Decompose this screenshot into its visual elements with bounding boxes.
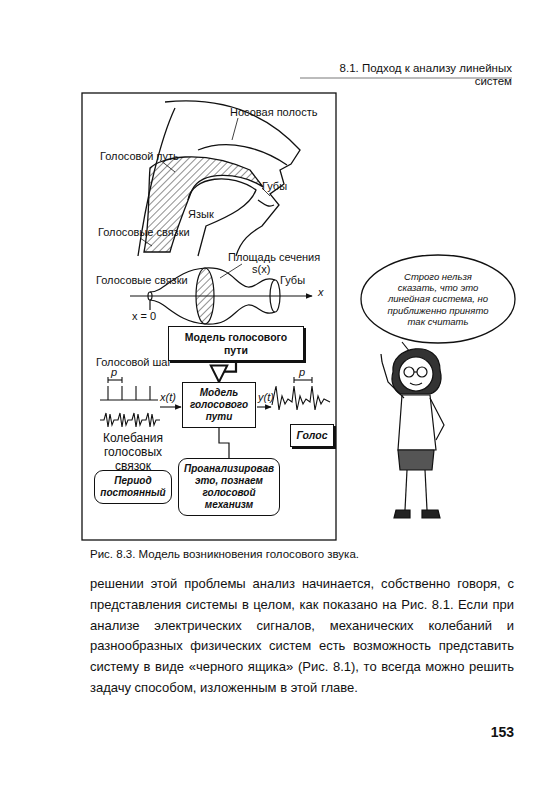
- part-label: Колебания голосовых связок: [88, 432, 178, 473]
- part-label: Губы: [280, 274, 320, 287]
- part-label: y(t): [258, 391, 280, 404]
- page-number: 153: [480, 724, 514, 740]
- part-label: x(t): [160, 391, 182, 404]
- part-label: Площадь сечения: [228, 251, 328, 264]
- part-label: s(x): [252, 263, 282, 276]
- glottal-pulses: [100, 377, 271, 427]
- node-text: Модель голосового пути: [187, 387, 251, 423]
- girl-figure: [381, 342, 444, 518]
- part-label: Язык: [188, 208, 228, 221]
- part-label: p: [299, 366, 311, 379]
- figure-frame: [82, 93, 336, 540]
- block-box: Модель голосового пути: [182, 382, 256, 428]
- part-label: Голосовые связки: [96, 274, 206, 287]
- node-text: Строго нельзя сказать, что это линейная …: [384, 254, 492, 327]
- node-text: Проанализировав это, познаем голосовой м…: [183, 463, 275, 511]
- figure-caption: Рис. 8.3. Модель возникновения голосовог…: [90, 548, 510, 561]
- voice-waveform: [272, 377, 330, 410]
- part-label: Голосовые связки: [98, 226, 208, 239]
- node-text: Модель голосового пути: [173, 331, 299, 356]
- speech-bubble: Строго нельзя сказать, что это линейная …: [360, 254, 516, 344]
- block-box: Голос: [290, 424, 334, 447]
- block-box: Модель голосового пути: [168, 326, 304, 361]
- node-text: Голос: [295, 429, 329, 442]
- part-label: Голосовой путь: [100, 150, 180, 163]
- connector: [219, 361, 236, 382]
- part-label: x = 0: [132, 310, 172, 323]
- part-label: Губы: [262, 180, 302, 193]
- part-label: x: [318, 286, 330, 299]
- body-text: решении этой проблемы анализ начинается,…: [90, 574, 514, 699]
- part-label: p: [111, 366, 123, 379]
- part-label: Носовая полость: [230, 106, 320, 119]
- node-text: Период постоянный: [99, 475, 167, 499]
- running-header: 8.1. Подход к анализу линейных систем: [300, 62, 512, 88]
- note-box: Проанализировав это, познаем голосовой м…: [178, 458, 280, 516]
- note-box: Период постоянный: [94, 470, 172, 504]
- bubble-ellipse: [361, 255, 515, 343]
- connector: [219, 428, 229, 458]
